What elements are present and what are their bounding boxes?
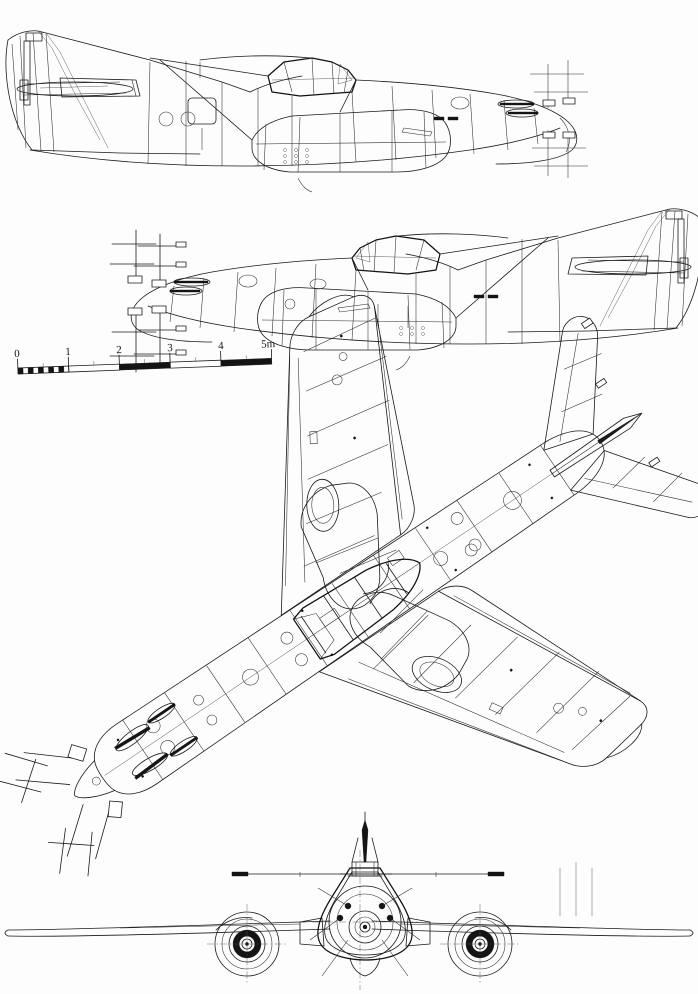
side-view-upper <box>5 30 588 193</box>
plan-fuselage <box>93 430 605 795</box>
front-radar-aerials <box>231 862 593 916</box>
radar-antenna-array-lower <box>109 229 187 373</box>
front-wing-root-starboard <box>405 917 431 947</box>
tailplane-lower <box>567 255 692 279</box>
nacelle-slots-upper <box>283 148 309 164</box>
wing-edge-upper <box>149 57 357 141</box>
radar-antenna-array-upper <box>530 60 588 178</box>
nacelle-slots-lower <box>399 326 425 336</box>
scale-tick-3: 3 <box>167 342 173 354</box>
scale-tick-4: 4 <box>218 340 224 352</box>
canopy-lower <box>351 235 441 275</box>
front-fuselage <box>309 867 421 977</box>
plan-view <box>0 294 698 877</box>
side-view-lower <box>109 208 698 373</box>
plan-nacelle-starboard <box>300 478 397 610</box>
plan-nose-antennas <box>0 702 199 877</box>
scale-tick-0: 0 <box>14 348 20 360</box>
nose-cannon-ports-upper <box>497 99 539 118</box>
scale-tick-1: 1 <box>65 346 71 358</box>
plan-canopy <box>292 543 478 660</box>
plan-antenna-dipoles <box>0 744 123 877</box>
scale-tick-5: 5m <box>261 338 276 351</box>
plan-tailplane <box>543 316 698 519</box>
front-nacelle-starboard <box>440 904 520 984</box>
scale-bar: 0 1 2 3 4 5m <box>14 338 276 375</box>
engine-nacelle-lower <box>257 287 457 371</box>
front-nacelle-port <box>207 904 287 984</box>
plan-nacelle-port <box>349 588 470 693</box>
scale-tick-2: 2 <box>116 344 122 356</box>
fuselage-upper <box>29 55 578 167</box>
engine-nacelle-upper <box>251 109 451 193</box>
vertical-fin-lower <box>457 208 698 333</box>
vertical-fin-upper <box>5 30 251 155</box>
wing-edge-lower <box>351 235 559 319</box>
plan-wing-port <box>318 585 648 767</box>
front-canopy <box>347 811 383 877</box>
nose-cannon-ports-lower <box>169 277 211 296</box>
tailplane-upper <box>16 77 141 101</box>
front-wing-root-port <box>299 917 325 947</box>
plan-wing-starboard <box>280 294 415 616</box>
canopy-upper <box>267 57 357 97</box>
front-view <box>4 811 694 990</box>
